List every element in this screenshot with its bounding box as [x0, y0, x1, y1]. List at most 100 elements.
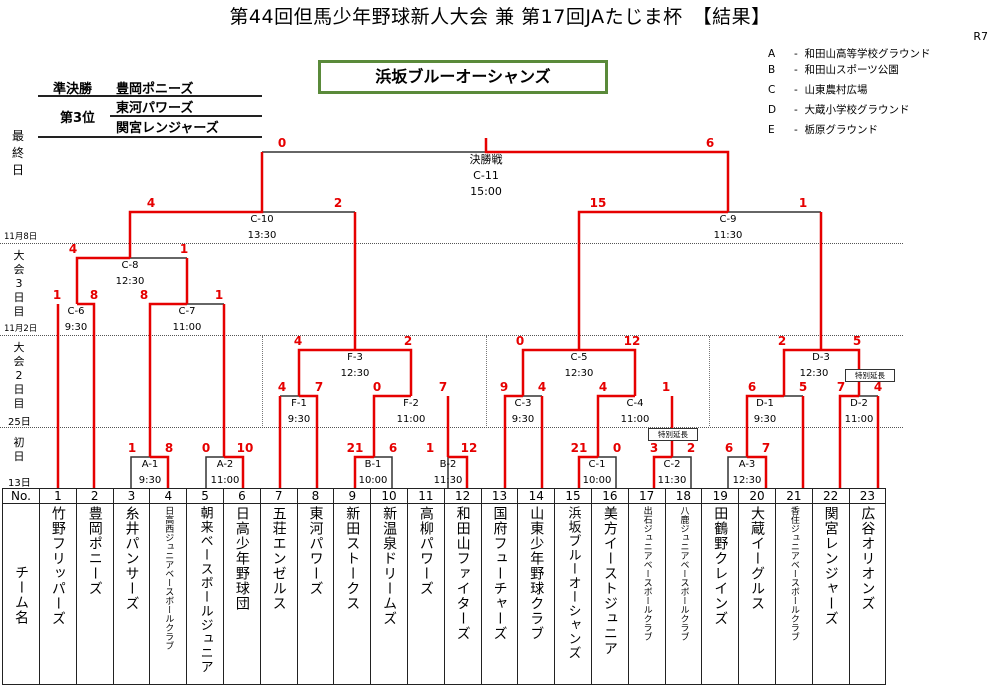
match-a3: A-3 12:30 — [717, 457, 777, 489]
team-cell: 広谷オリオンズ — [848, 503, 887, 685]
score: 12 — [623, 334, 641, 348]
match-id: D-2 — [850, 398, 868, 409]
team-cell: 大蔵イーグルス — [738, 503, 776, 685]
team-cell: 日高少年野球団 — [222, 503, 261, 685]
match-id: C-4 — [626, 398, 644, 409]
score: 7 — [314, 380, 324, 394]
team-cell: 出石ジュニアベースボールクラブ — [627, 503, 666, 685]
date-day2: 25日 — [8, 417, 31, 428]
team-cell: 美方イーストジュニア — [590, 503, 629, 685]
team-cell: 国府フューチャーズ — [480, 503, 519, 685]
match-id: C-9 — [719, 214, 737, 225]
special-extension-badge: 特別延長 — [845, 369, 895, 382]
match-time: 11:00 — [210, 475, 240, 486]
score: 21 — [346, 441, 364, 455]
score: 7 — [836, 380, 846, 394]
team-name: 大蔵イーグルス — [749, 506, 766, 611]
team-name-row: チーム名 竹野フリッパーズ 豊岡ポニーズ 糸井パンサーズ 日高西ジュニアベースボ… — [2, 503, 887, 685]
score: 0 — [277, 136, 287, 150]
name-header-cell: チーム名 — [2, 503, 40, 685]
match-time: 9:30 — [753, 414, 777, 425]
date-day1: 13日 — [8, 478, 31, 489]
team-name: 出石ジュニアベースボールクラブ — [641, 506, 652, 641]
match-title: 決勝戦 — [469, 153, 503, 166]
team-no: 16 — [590, 488, 629, 504]
team-no: 11 — [406, 488, 445, 504]
score: 1 — [52, 288, 62, 302]
team-name: 日高西ジュニアベースボールクラブ — [163, 506, 174, 650]
match-id: C-5 — [570, 352, 588, 363]
score: 21 — [570, 441, 588, 455]
match-c5: C-5 12:30 — [549, 350, 609, 382]
team-name: 八鹿ジュニアベースボールクラブ — [678, 506, 689, 641]
team-cell: 香住ジュニアベースボールクラブ — [774, 503, 813, 685]
team-name: 豊岡ポニーズ — [86, 506, 103, 596]
match-id: C-2 — [663, 459, 681, 470]
score: 1 — [127, 441, 137, 455]
score: 6 — [747, 380, 757, 394]
day-label-day3: 大会3日目 — [13, 249, 25, 318]
day-label-day1: 初日 — [13, 436, 25, 463]
score: 2 — [333, 196, 343, 210]
team-no: 6 — [222, 488, 261, 504]
match-id: F-2 — [403, 398, 419, 409]
score: 8 — [139, 288, 149, 302]
score: 2 — [777, 334, 787, 348]
score: 4 — [873, 380, 883, 394]
team-no: 10 — [370, 488, 408, 504]
year-mark: R7 — [973, 30, 988, 43]
divider — [110, 115, 262, 117]
score: 6 — [388, 441, 398, 455]
section-divider — [486, 336, 487, 426]
match-time: 11:30 — [433, 475, 463, 486]
score: 4 — [293, 334, 303, 348]
page-title: 第44回但馬少年野球新人大会 兼 第17回JAたじま杯 【結果】 — [229, 6, 771, 28]
match-id: F-1 — [291, 398, 307, 409]
score: 0 — [515, 334, 525, 348]
match-time: 12:30 — [340, 368, 370, 379]
score: 4 — [598, 380, 608, 394]
team-no: 19 — [701, 488, 740, 504]
match-time: 10:00 — [358, 475, 388, 486]
match-id: B-1 — [364, 459, 382, 470]
team-cell: 竹野フリッパーズ — [39, 503, 77, 685]
match-time: 12:30 — [799, 368, 829, 379]
match-time: 11:30 — [657, 475, 687, 486]
third-label: 第3位 — [60, 111, 96, 126]
bracket-lines — [56, 138, 880, 488]
score: 15 — [589, 196, 607, 210]
match-id: C-11 — [473, 169, 499, 182]
team-no: 15 — [554, 488, 592, 504]
score: 8 — [164, 441, 174, 455]
date-day3: 11月2日 — [4, 324, 38, 334]
divider — [38, 136, 262, 138]
match-id: A-3 — [738, 459, 756, 470]
team-no: 21 — [774, 488, 813, 504]
team-no: 3 — [112, 488, 151, 504]
match-time: 9:30 — [511, 414, 535, 425]
match-time: 12:30 — [732, 475, 762, 486]
match-time: 12:30 — [564, 368, 594, 379]
venue-a: A- 和田山高等学校グラウンド — [768, 48, 931, 60]
third-team-1: 東河パワーズ — [116, 101, 194, 116]
team-no: 1 — [39, 488, 77, 504]
venue-b: B- 和田山スポーツ公園 — [768, 64, 899, 76]
venue-c: C- 山東農村広場 — [768, 84, 868, 96]
team-no: 8 — [296, 488, 335, 504]
score: 0 — [201, 441, 211, 455]
team-cell: 日高西ジュニアベースボールクラブ — [149, 503, 188, 685]
team-name: 新田ストークス — [344, 506, 361, 611]
team-name: 日高少年野球団 — [233, 506, 250, 611]
team-cell: 八鹿ジュニアベースボールクラブ — [664, 503, 703, 685]
runner-up-team: 豊岡ポニーズ — [116, 82, 194, 97]
match-time: 11:00 — [844, 414, 874, 425]
team-cell: 東河パワーズ — [296, 503, 335, 685]
score: 2 — [686, 441, 696, 455]
match-time: 13:30 — [247, 230, 277, 241]
